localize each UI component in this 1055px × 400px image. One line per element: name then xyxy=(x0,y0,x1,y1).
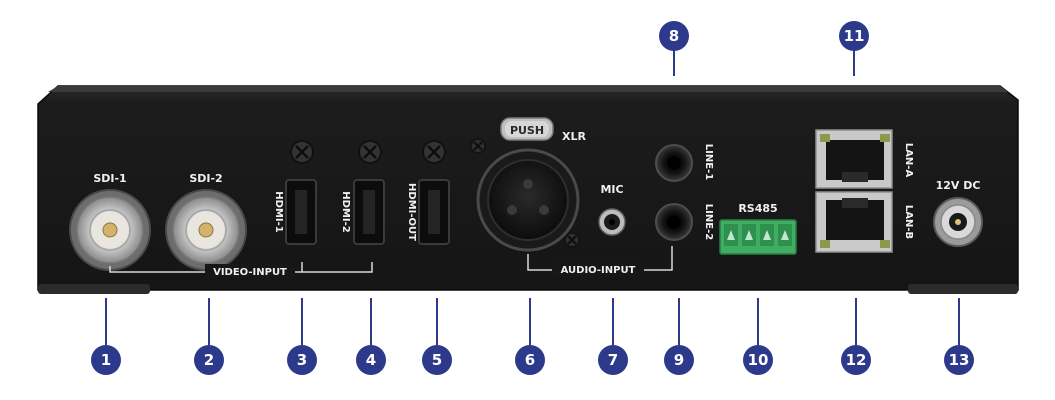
audio-input-label: AUDIO-INPUT xyxy=(561,265,636,276)
lan-b-label: LAN-B xyxy=(903,205,914,239)
callout-3: 3 xyxy=(287,345,317,375)
callout-8: 8 xyxy=(659,21,689,51)
audio-input-label-bg xyxy=(552,262,644,276)
callout-8-number: 8 xyxy=(669,27,679,45)
callout-6: 6 xyxy=(515,345,545,375)
foot-left xyxy=(38,284,150,294)
hdmi-2-port xyxy=(353,179,385,245)
callout-7-number: 7 xyxy=(608,351,618,369)
lan-a-port xyxy=(815,129,893,189)
rs485-label: RS485 xyxy=(738,202,777,215)
callout-7: 7 xyxy=(598,345,628,375)
foot-right xyxy=(908,284,1018,294)
video-input-label: VIDEO-INPUT xyxy=(213,267,287,278)
hdmi-1-port xyxy=(285,179,317,245)
mic-label: MIC xyxy=(600,183,623,196)
video-input-label-bg xyxy=(205,264,295,278)
line-1-jack xyxy=(655,144,693,182)
callout-9-number: 9 xyxy=(674,351,684,369)
callout-1: 1 xyxy=(91,345,121,375)
callout-12: 12 xyxy=(841,345,871,375)
dc-label: 12V DC xyxy=(936,179,981,192)
lan-b-port xyxy=(815,191,893,253)
callout-4-number: 4 xyxy=(366,351,376,369)
callout-1-number: 1 xyxy=(101,351,111,369)
hdmi-2-label: HDMI-2 xyxy=(340,191,351,232)
callout-6-number: 6 xyxy=(525,351,535,369)
sdi-2-connector xyxy=(165,189,247,271)
xlr-connector xyxy=(470,138,580,252)
sdi-2-label: SDI-2 xyxy=(189,172,222,185)
push-latch xyxy=(500,117,554,141)
line-2-jack xyxy=(655,203,693,241)
callout-10: 10 xyxy=(743,345,773,375)
callout-4: 4 xyxy=(356,345,386,375)
hdmi-screws xyxy=(290,140,446,164)
line-1-label: LINE-1 xyxy=(703,144,714,180)
callout-2-number: 2 xyxy=(204,351,214,369)
callout-3-number: 3 xyxy=(297,351,307,369)
callout-2: 2 xyxy=(194,345,224,375)
sdi-1-connector xyxy=(69,189,151,271)
sdi-1-label: SDI-1 xyxy=(93,172,126,185)
callout-13: 13 xyxy=(944,345,974,375)
hdmi-out-label: HDMI-OUT xyxy=(406,183,417,241)
callout-11: 11 xyxy=(839,21,869,51)
callout-5-number: 5 xyxy=(432,351,442,369)
lan-a-label: LAN-A xyxy=(903,143,914,178)
mic-jack xyxy=(598,208,626,236)
callout-13-number: 13 xyxy=(949,351,970,369)
rs485-terminal xyxy=(719,219,797,255)
callout-9: 9 xyxy=(664,345,694,375)
callout-10-number: 10 xyxy=(748,351,769,369)
callout-11-number: 11 xyxy=(844,27,865,45)
xlr-label: XLR xyxy=(562,130,586,143)
push-label: PUSH xyxy=(510,124,544,137)
callout-12-number: 12 xyxy=(846,351,867,369)
dc-power-jack xyxy=(933,197,983,247)
leader-lines xyxy=(105,50,960,345)
hdmi-1-label: HDMI-1 xyxy=(273,191,284,232)
hdmi-out-port xyxy=(418,179,450,245)
callout-5: 5 xyxy=(422,345,452,375)
line-2-label: LINE-2 xyxy=(703,204,714,240)
